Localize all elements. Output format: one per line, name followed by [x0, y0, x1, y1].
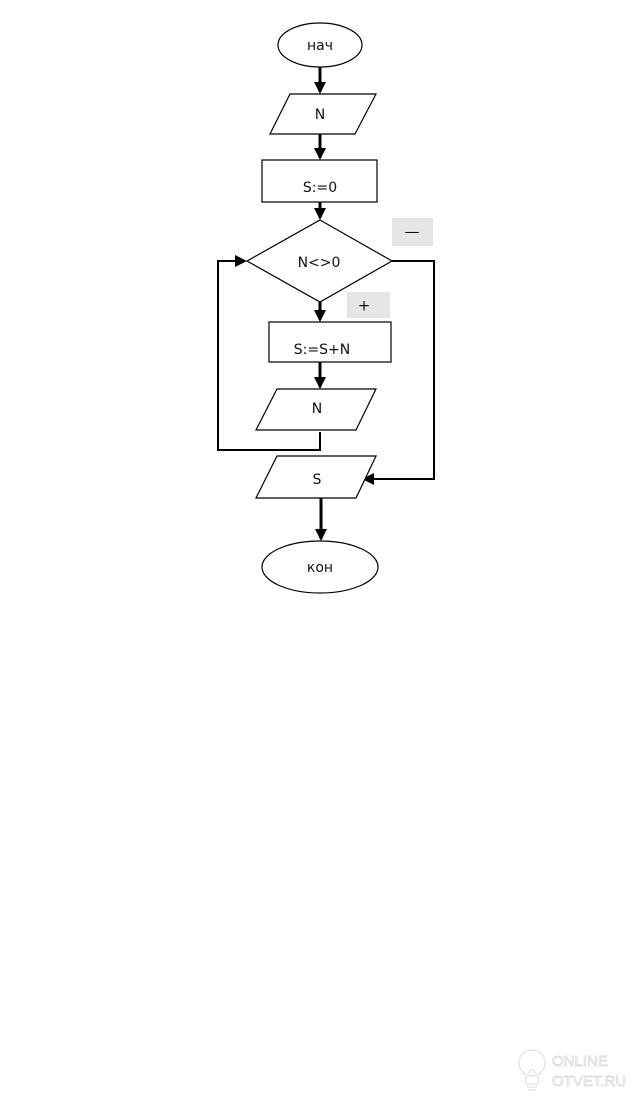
watermark-line1: ONLINE	[552, 1053, 608, 1070]
loop-input-n-label: N	[312, 401, 322, 417]
false-branch-label: —	[405, 223, 420, 241]
accumulate-process: S:=S+N	[268, 321, 392, 363]
lightbulb-icon	[518, 1049, 546, 1091]
output-s-label: S	[313, 472, 322, 488]
input-n-label: N	[315, 107, 325, 123]
accumulate-label: S:=S+N	[294, 342, 350, 358]
start-label: нач	[307, 38, 333, 54]
true-branch-label: +	[358, 297, 371, 315]
false-branch-connector	[362, 260, 435, 485]
loop-input-n-parallelogram: N	[255, 388, 377, 431]
output-s-parallelogram: S	[255, 455, 377, 499]
condition-decision: N<>0	[245, 219, 394, 303]
watermark-line2: OTVET.RU	[552, 1073, 626, 1090]
init-label: S:=0	[303, 180, 337, 196]
start-terminator: нач	[277, 22, 363, 68]
condition-label: N<>0	[298, 255, 341, 271]
watermark: ONLINE OTVET.RU	[518, 1049, 626, 1091]
end-label: кон	[307, 560, 333, 576]
input-n-parallelogram: N	[269, 93, 377, 135]
loop-back-connector	[217, 255, 321, 451]
end-terminator: кон	[261, 540, 379, 594]
init-process: S:=0	[261, 159, 378, 203]
false-branch-badge: —	[392, 218, 433, 246]
true-branch-badge: +	[347, 292, 390, 318]
